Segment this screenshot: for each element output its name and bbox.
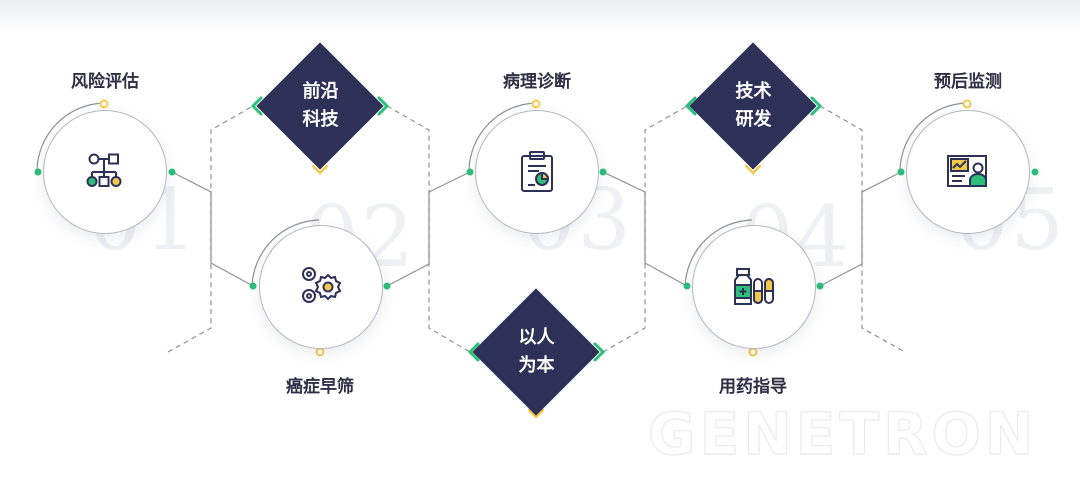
stage-circle-medication [692, 225, 816, 349]
diamond-line: 为本 [518, 355, 555, 376]
stage-circle-risk-assessment [43, 110, 167, 234]
stage-title-cancer-screening: 癌症早筛 [286, 377, 354, 397]
clipboard-report-icon [521, 151, 553, 192]
doctor-screen-icon [947, 155, 987, 187]
diamond-line: 技术 [735, 81, 772, 102]
brand-watermark: GENETRON [647, 399, 1038, 468]
diamond-line: 前沿 [302, 81, 339, 102]
stage-circle-cancer-screening [259, 225, 383, 349]
stage-circle-pathology [475, 110, 599, 234]
family-tree-icon [86, 153, 122, 187]
diamond-line: 以人 [518, 327, 555, 348]
diamond-people-oriented-label: 以人 为本 [473, 324, 600, 380]
stage-title-medication: 用药指导 [719, 377, 787, 397]
stage-title-risk-assessment: 风险评估 [71, 72, 139, 92]
stage-title-prognosis: 预后监测 [934, 72, 1002, 92]
stage-circle-prognosis [906, 110, 1030, 234]
top-gradient [0, 0, 1080, 34]
diamond-line: 科技 [302, 109, 339, 130]
stage-title-pathology: 病理诊断 [503, 72, 571, 92]
diamond-frontier-tech-label: 前沿 科技 [257, 78, 384, 134]
medicine-icon [734, 268, 774, 305]
diamond-rnd-label: 技术 研发 [690, 78, 817, 134]
cells-icon [302, 267, 342, 303]
diamond-line: 研发 [735, 109, 772, 130]
